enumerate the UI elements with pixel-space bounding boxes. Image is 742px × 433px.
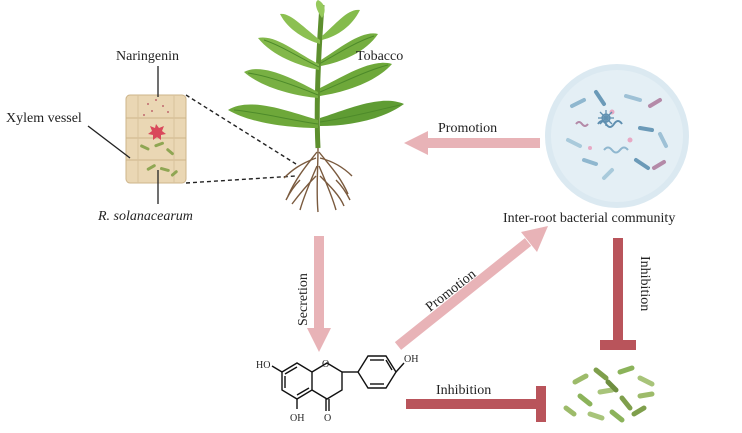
naringenin-label: Naringenin	[116, 49, 179, 64]
inhibition-bar-bottom	[406, 386, 546, 422]
naringenin-structure	[271, 355, 405, 411]
promotion-top-label: Promotion	[438, 121, 497, 136]
oh-label-top-right: OH	[404, 354, 418, 365]
inhibition-right-label: Inhibition	[637, 256, 652, 311]
promotion-arrow-top	[404, 131, 540, 155]
zoom-line-bottom	[185, 175, 297, 184]
xylem-pointer	[87, 125, 131, 159]
secretion-label: Secretion	[296, 273, 311, 326]
promotion-arrow-diagonal	[394, 226, 548, 350]
tobacco-label: Tobacco	[356, 49, 403, 64]
pathogen-label: R. solanacearum	[97, 209, 193, 224]
tobacco-plant-illustration	[228, 0, 404, 213]
zoom-line-top	[185, 94, 297, 165]
pathogen-colony-illustration	[563, 365, 655, 423]
bacterial-community-illustration	[545, 64, 689, 208]
ho-label-top: HO	[256, 360, 270, 371]
bacterial-community-label: Inter-root bacterial community	[503, 211, 675, 226]
xylem-vessel-label: Xylem vessel	[6, 111, 82, 126]
xylem-tissue-illustration	[125, 94, 187, 184]
inhibition-bottom-label: Inhibition	[436, 383, 491, 398]
ring-oxygen-label: O	[322, 359, 329, 370]
carbonyl-oxygen-label: O	[324, 413, 331, 424]
inhibition-bar-right	[600, 238, 636, 350]
secretion-arrow	[307, 236, 331, 352]
oh-label-bottom: OH	[290, 413, 304, 424]
